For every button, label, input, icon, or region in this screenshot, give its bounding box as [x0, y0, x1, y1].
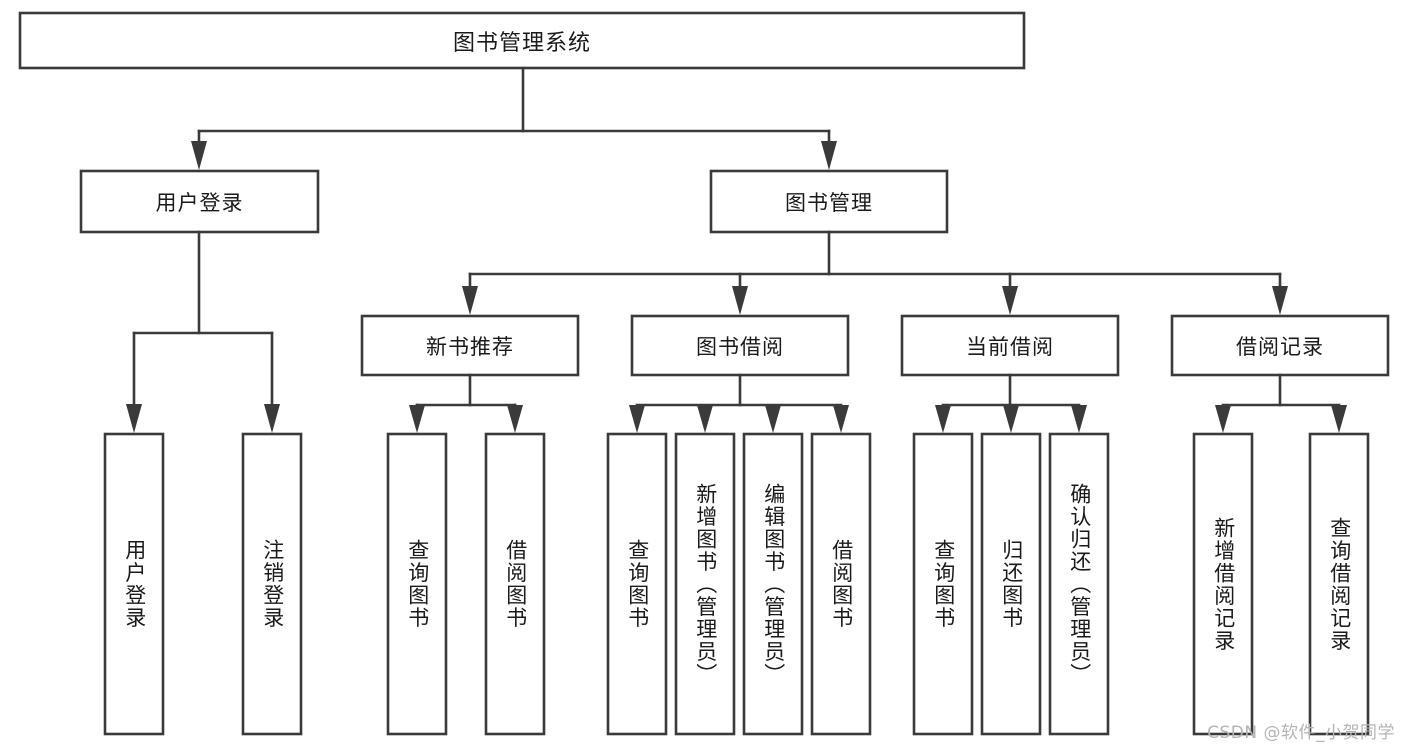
- node-box-root[interactable]: [18, 11, 1026, 70]
- arrow-head-leaf: [935, 405, 951, 433]
- node-box-leaf[interactable]: [980, 432, 1042, 736]
- node-box-current-borrow[interactable]: [900, 314, 1120, 377]
- node-box-book-borrow[interactable]: [630, 314, 850, 377]
- arrow-head-leaf: [765, 405, 781, 433]
- arrow-head-leaf: [1003, 405, 1019, 433]
- arrow-head-user-login: [191, 141, 207, 170]
- node-box-leaf[interactable]: [1192, 432, 1254, 736]
- arrow-head-book-borrow: [732, 286, 748, 315]
- arrow-head-leaf: [1071, 405, 1087, 433]
- arrow-head-leaf: [126, 404, 142, 433]
- arrow-head-leaf: [1215, 405, 1231, 433]
- arrow-head-leaf: [1331, 405, 1347, 433]
- arrow-head-borrow-record: [1272, 286, 1288, 315]
- node-box-leaf[interactable]: [810, 432, 872, 736]
- node-box-borrow-record[interactable]: [1170, 314, 1390, 377]
- arrow-head-book-management: [821, 141, 837, 170]
- node-box-leaf[interactable]: [241, 432, 303, 736]
- arrow-head-leaf: [629, 405, 645, 433]
- node-box-leaf[interactable]: [912, 432, 974, 736]
- node-box-leaf[interactable]: [103, 432, 165, 736]
- node-box-new-book-recommend[interactable]: [360, 314, 580, 377]
- arrow-head-leaf: [507, 405, 523, 433]
- arrow-head-leaf: [833, 405, 849, 433]
- node-box-leaf[interactable]: [484, 432, 546, 736]
- arrow-head-current-borrow: [1002, 286, 1018, 315]
- arrow-head-new-book-recommend: [462, 286, 478, 315]
- node-box-leaf[interactable]: [1308, 432, 1370, 736]
- node-box-user-login[interactable]: [79, 169, 320, 234]
- node-box-leaf[interactable]: [674, 432, 736, 736]
- node-box-leaf[interactable]: [1048, 432, 1110, 736]
- node-box-leaf[interactable]: [386, 432, 448, 736]
- arrow-head-leaf: [264, 404, 280, 433]
- node-box-leaf[interactable]: [742, 432, 804, 736]
- node-box-leaf[interactable]: [606, 432, 668, 736]
- arrow-head-leaf: [697, 405, 713, 433]
- arrow-head-leaf: [409, 405, 425, 433]
- node-box-book-management[interactable]: [709, 169, 949, 234]
